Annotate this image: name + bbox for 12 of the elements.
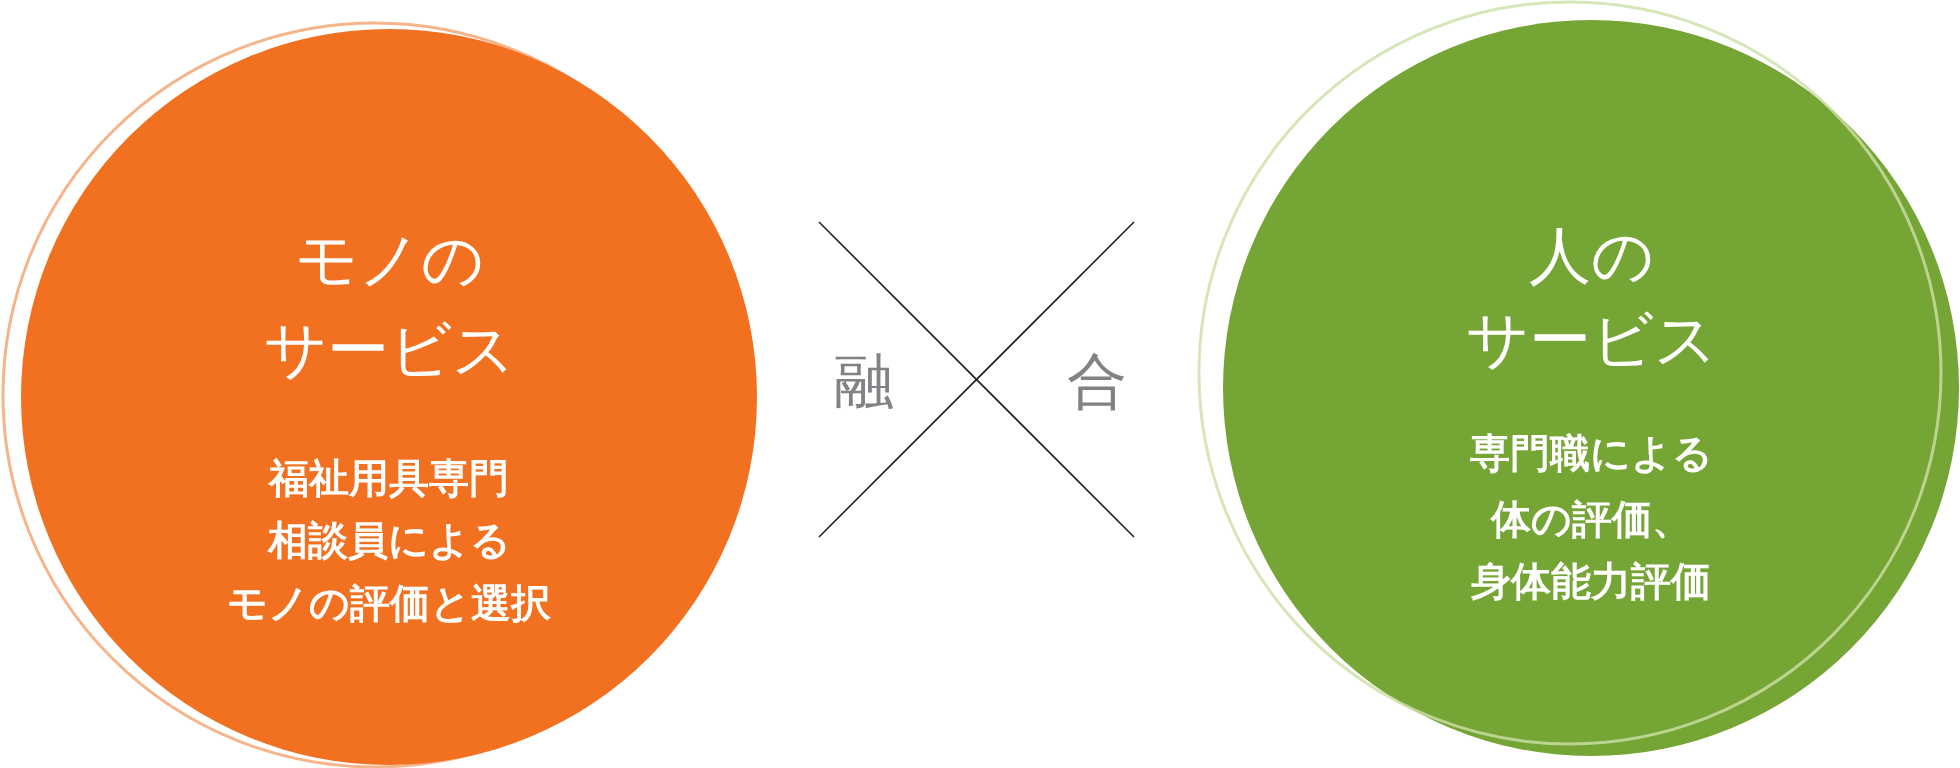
circle-text: モノの評価と選択 bbox=[227, 581, 551, 625]
circle-heading: サービス bbox=[1465, 306, 1717, 375]
kanji-label: 合 bbox=[1067, 351, 1127, 411]
circle-heading: モノの bbox=[294, 226, 484, 295]
circle-heading: サービス bbox=[263, 316, 515, 385]
circle-text: 身体能力評価 bbox=[1471, 559, 1711, 603]
circle-text: 相談員による bbox=[267, 518, 511, 562]
circle-text: 福祉用具専門 bbox=[269, 456, 509, 500]
circle-text: 体の評価、 bbox=[1490, 497, 1692, 541]
kanji-label: 融 bbox=[834, 351, 894, 411]
circle-text: 専門職による bbox=[1469, 431, 1713, 475]
circle-heading: 人の bbox=[1528, 222, 1654, 291]
